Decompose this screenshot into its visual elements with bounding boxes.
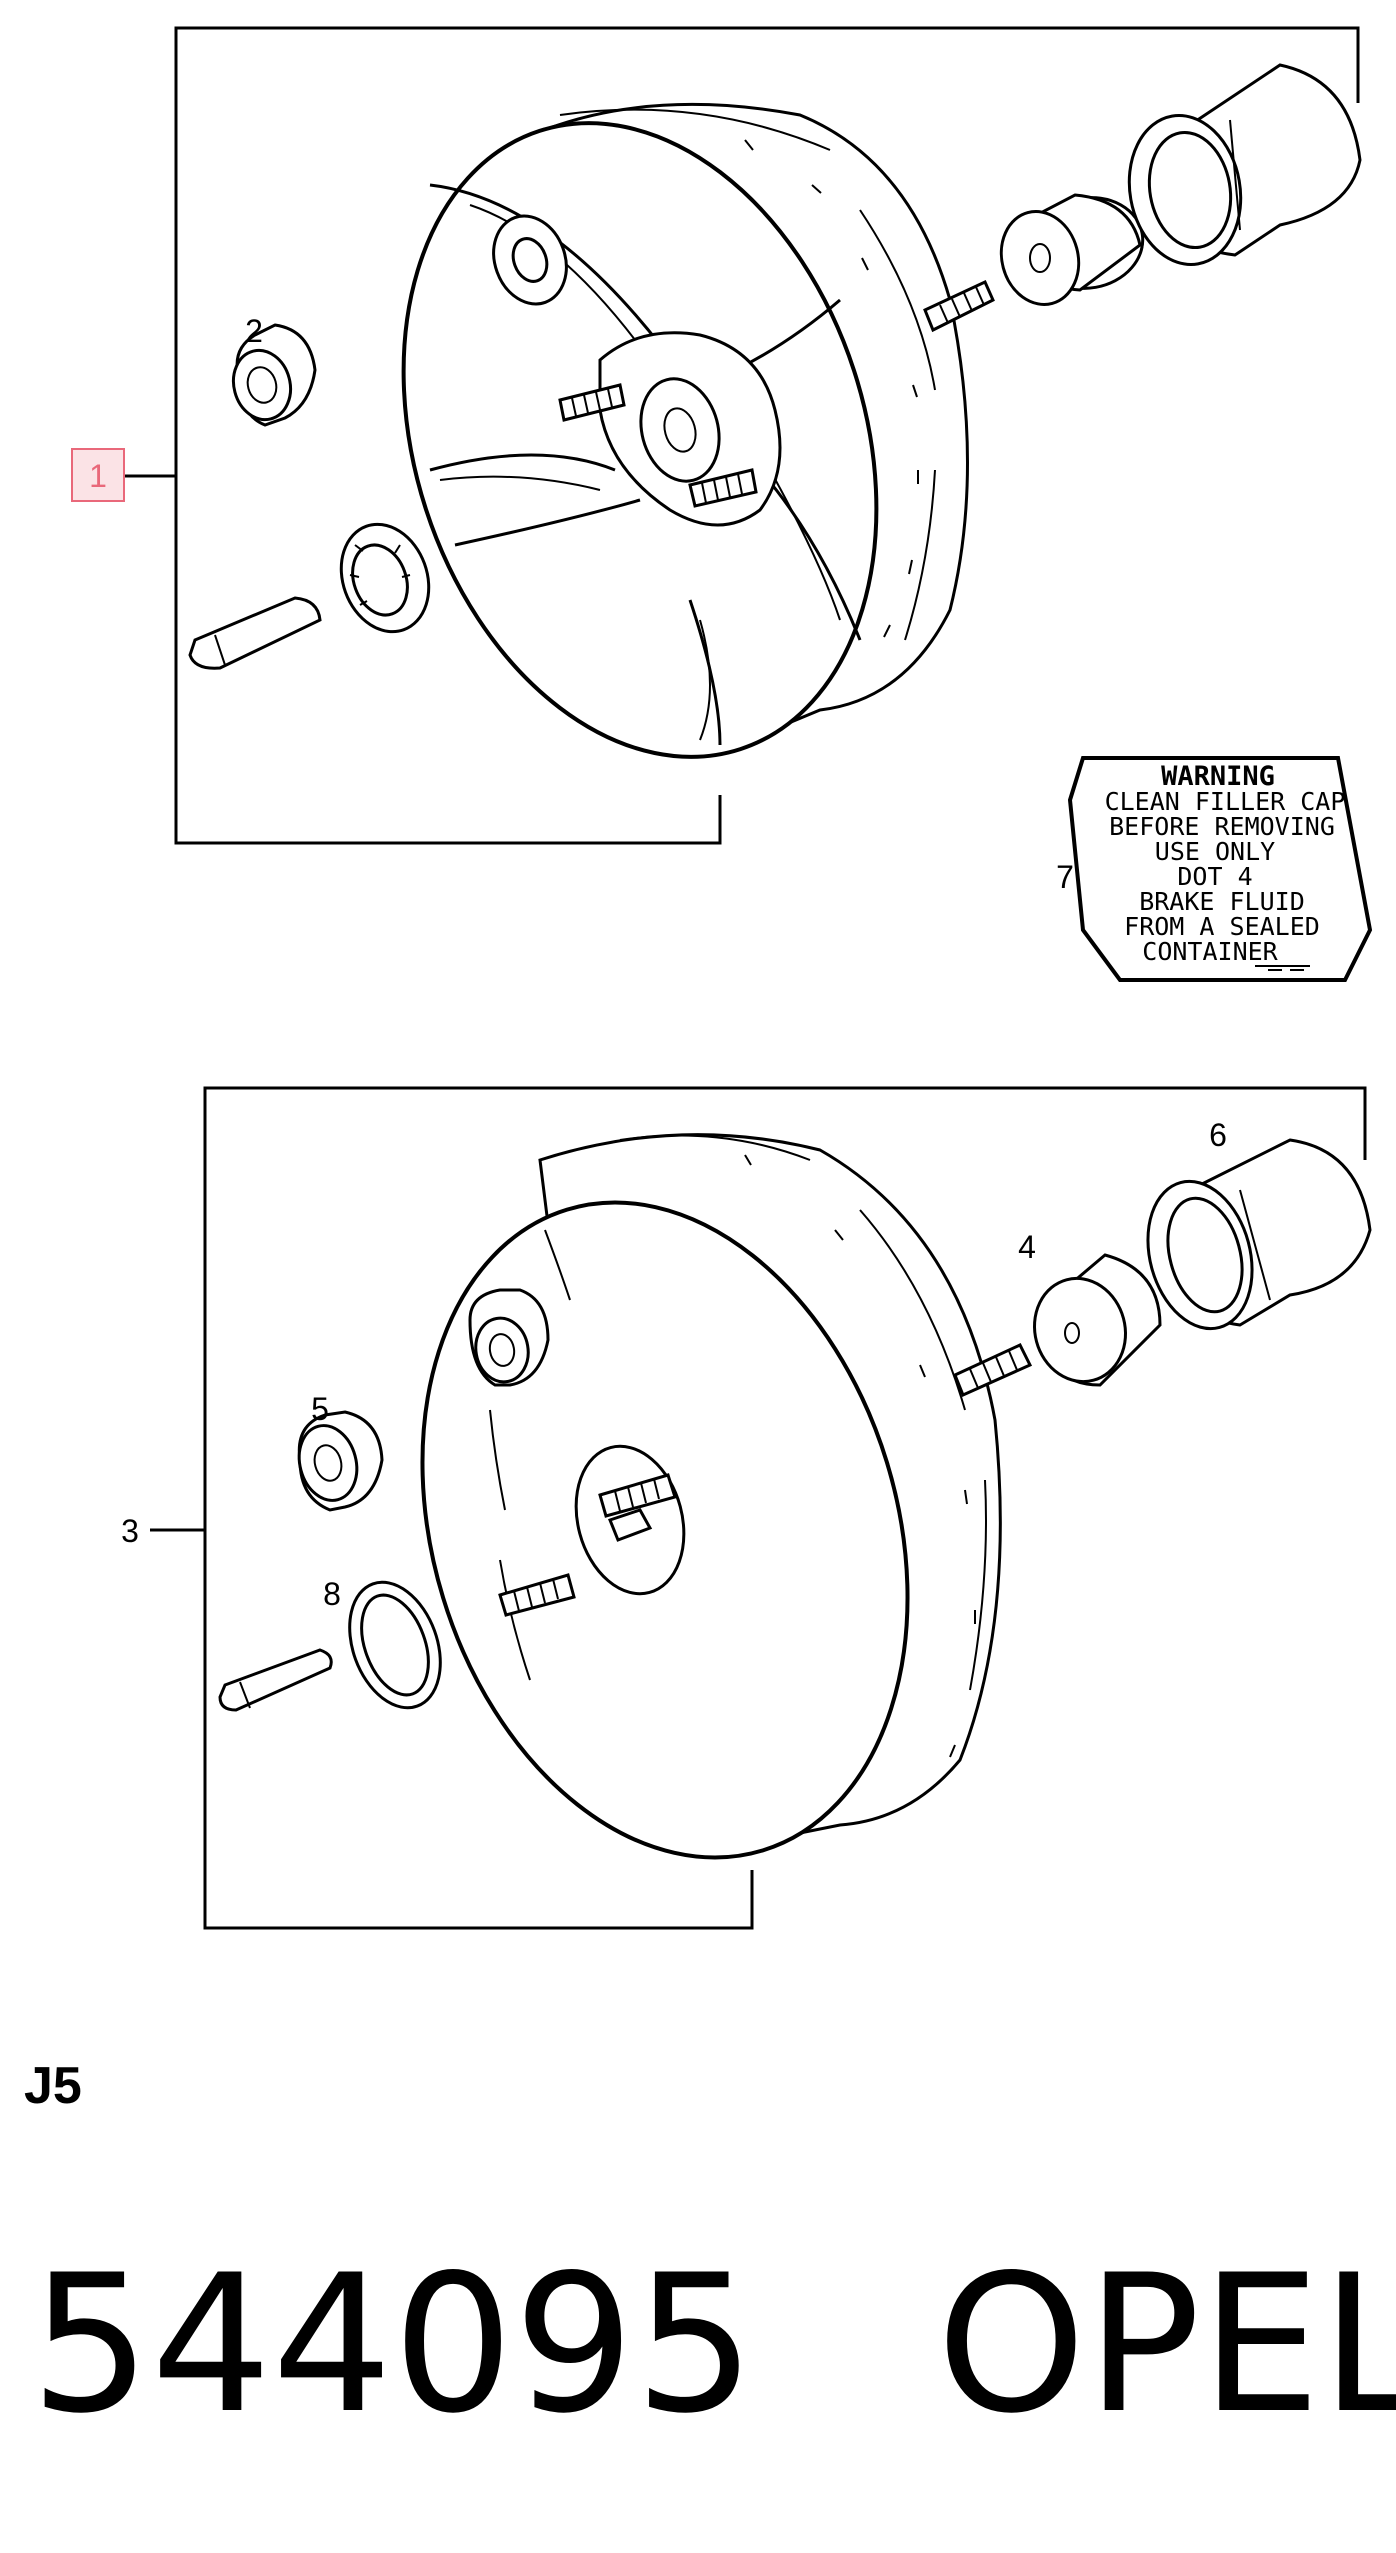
callout-8-label: 8 [323,1576,341,1612]
warning-line-6: FROM A SEALED [1124,912,1320,941]
brake-booster-3 [420,1133,1002,1860]
warning-label-7: WARNING CLEAN FILLER CAP BEFORE REMOVING… [1067,756,1373,982]
warning-line-1: CLEAN FILLER CAP [1105,787,1346,816]
booster-1-rear-stud [923,279,995,333]
booster-1-boot [1127,63,1362,266]
section-code: J5 [24,2057,82,2115]
assembly-1-bracket [174,26,1360,845]
seal-ring-8 [348,1580,442,1710]
callout-2-label: 2 [245,313,263,349]
callout-7-label: 7 [1056,859,1074,895]
warning-line-5: BRAKE FLUID [1139,887,1305,916]
assembly-1-group: 1 [71,26,1362,845]
booster-1-filter [999,193,1145,306]
warning-line-3: USE ONLY [1155,837,1275,866]
warning-line-4: DOT 4 [1177,862,1252,891]
brake-booster-1 [401,102,969,759]
filter-4 [1032,1253,1162,1387]
warning-label-outline [1067,756,1373,982]
warning-line-7: CONTAINER [1142,937,1278,966]
callout-5-label: 5 [311,1391,329,1427]
part-number: 544095 [30,2234,756,2455]
grommet-2 [231,323,317,427]
callout-6-label: 6 [1209,1117,1227,1153]
part-number-line: 544095 OPEL [30,2250,1396,2440]
callout-4-label: 4 [1018,1229,1036,1265]
assembly-3-group: 3 [121,1086,1372,1930]
callout-1-label: 1 [89,458,107,494]
brand-name: OPEL [936,2234,1396,2455]
callout-3-label: 3 [121,1513,139,1549]
warning-title: WARNING [1161,761,1275,792]
callout-1-highlight[interactable] [71,448,125,502]
pin-3 [218,1648,333,1712]
assembly-3-bracket [203,1086,1367,1930]
boot-6 [1146,1138,1372,1331]
seal-ring-1 [339,522,431,634]
booster-3-rear-stud [953,1343,1033,1398]
pin-1 [188,596,322,670]
warning-line-2: BEFORE REMOVING [1109,812,1335,841]
grommet-5 [297,1410,384,1512]
